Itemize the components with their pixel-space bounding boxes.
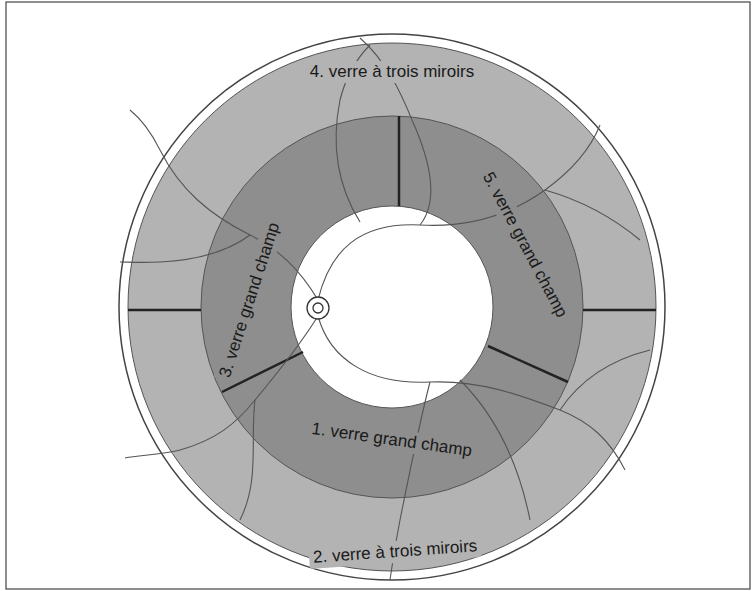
outer-rim: [119, 34, 665, 580]
posterior-pole: [291, 206, 493, 408]
mid-band: [201, 116, 583, 498]
vessels: [120, 38, 650, 580]
sector-dividers: [128, 116, 656, 392]
zone-label: 4. verre à trois miroirs: [306, 61, 478, 83]
zone-label-box: 4. verre à trois miroirs: [306, 61, 478, 83]
optic-disc: [307, 297, 329, 319]
peripheral-band: [128, 43, 656, 571]
frame: [6, 2, 750, 589]
